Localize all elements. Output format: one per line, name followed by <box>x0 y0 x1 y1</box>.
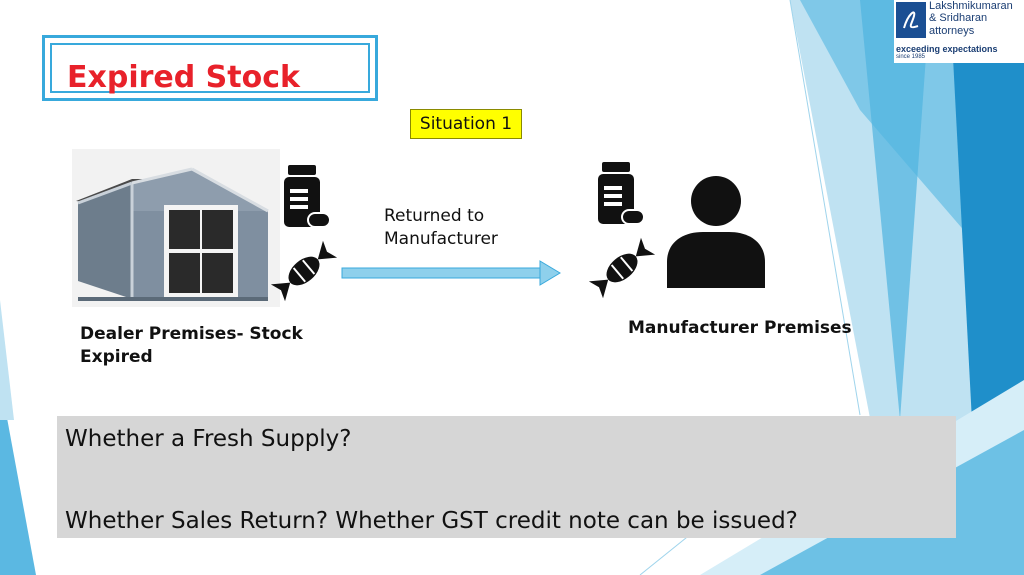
candy-icon <box>270 240 338 302</box>
logo-firm-name: Lakshmikumaran & Sridharan <box>929 0 1013 24</box>
company-logo: Lakshmikumaran & Sridharan attorneys exc… <box>894 0 1024 63</box>
logo-mark-icon <box>896 2 926 38</box>
title-inner-border <box>50 43 370 93</box>
question-2: Whether Sales Return? Whether GST credit… <box>65 508 798 534</box>
situation-badge: Situation 1 <box>410 109 522 139</box>
slide-title: Expired Stock <box>67 60 300 95</box>
question-box: Whether a Fresh Supply? Whether Sales Re… <box>57 416 956 538</box>
medicine-bottle-icon <box>284 165 330 228</box>
candy-icon <box>588 237 656 299</box>
shed-image <box>72 149 280 307</box>
dealer-label: Dealer Premises- Stock Expired <box>80 324 303 367</box>
logo-tagline: exceeding expectations <box>896 44 998 54</box>
logo-subtitle: attorneys <box>929 25 975 37</box>
logo-since: since 1985 <box>896 54 926 60</box>
question-1: Whether a Fresh Supply? <box>65 426 352 452</box>
manufacturer-label: Manufacturer Premises <box>628 318 852 338</box>
title-box: Expired Stock <box>42 35 378 101</box>
arrow-label: Returned to Manufacturer <box>384 206 498 249</box>
flow-arrow <box>341 260 561 286</box>
person-icon <box>667 176 765 288</box>
medicine-bottle-icon <box>598 162 644 225</box>
